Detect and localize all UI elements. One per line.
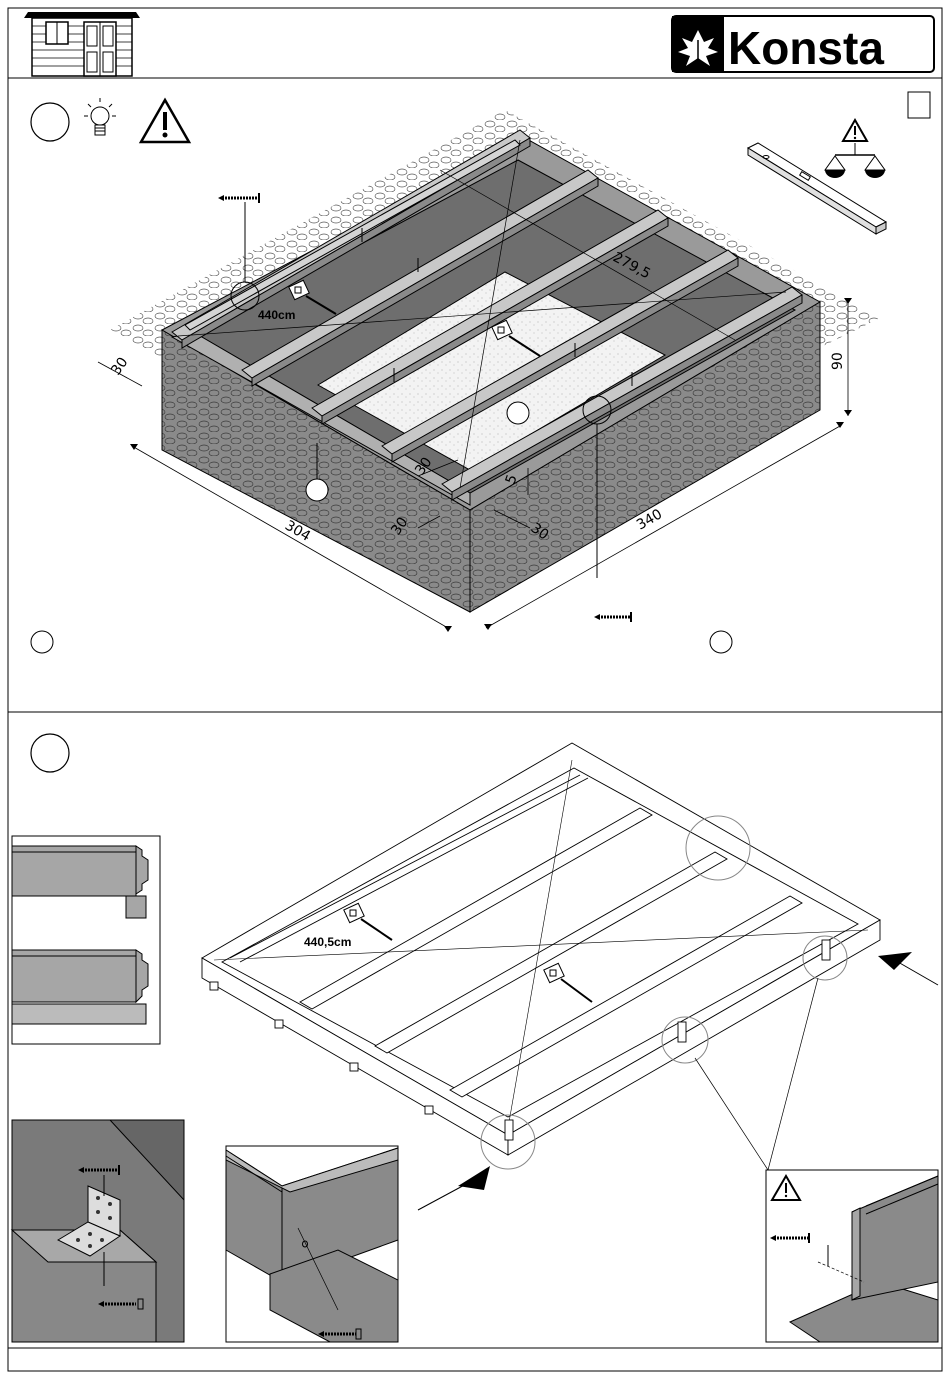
page-number-box — [908, 92, 930, 118]
dim-height: 90 — [830, 352, 846, 370]
corner-joint-inset — [226, 1146, 398, 1342]
garden-house-icon — [24, 12, 140, 76]
floor-frame-diagram — [202, 743, 880, 1155]
brand-name: Konsta — [728, 22, 884, 74]
foundation-diagram — [110, 110, 880, 612]
screw-icon — [594, 612, 632, 622]
step-number-circle — [31, 734, 69, 772]
direction-arrow-icon — [418, 1166, 490, 1210]
lightbulb-icon — [84, 98, 116, 135]
brand-logo: Konsta — [672, 16, 934, 74]
spirit-level-icon — [748, 143, 886, 234]
log-profile-inset — [12, 836, 160, 1044]
screw-icon — [218, 193, 260, 203]
warning-triangle-icon — [843, 120, 867, 141]
balance-scale-icon — [825, 143, 885, 178]
callout-circle — [710, 631, 732, 653]
callout-circle — [31, 631, 53, 653]
dim-diagonal-2: 440,5cm — [304, 935, 351, 949]
step-number-circle — [31, 103, 69, 141]
warning-triangle-icon — [141, 100, 189, 142]
bracket-inset — [12, 1120, 184, 1342]
dim-diagonal: 440cm — [258, 308, 295, 322]
notch-detail-inset — [766, 1170, 938, 1342]
direction-arrow-icon — [878, 952, 938, 985]
dim-left-overhang: 30 — [108, 355, 131, 379]
